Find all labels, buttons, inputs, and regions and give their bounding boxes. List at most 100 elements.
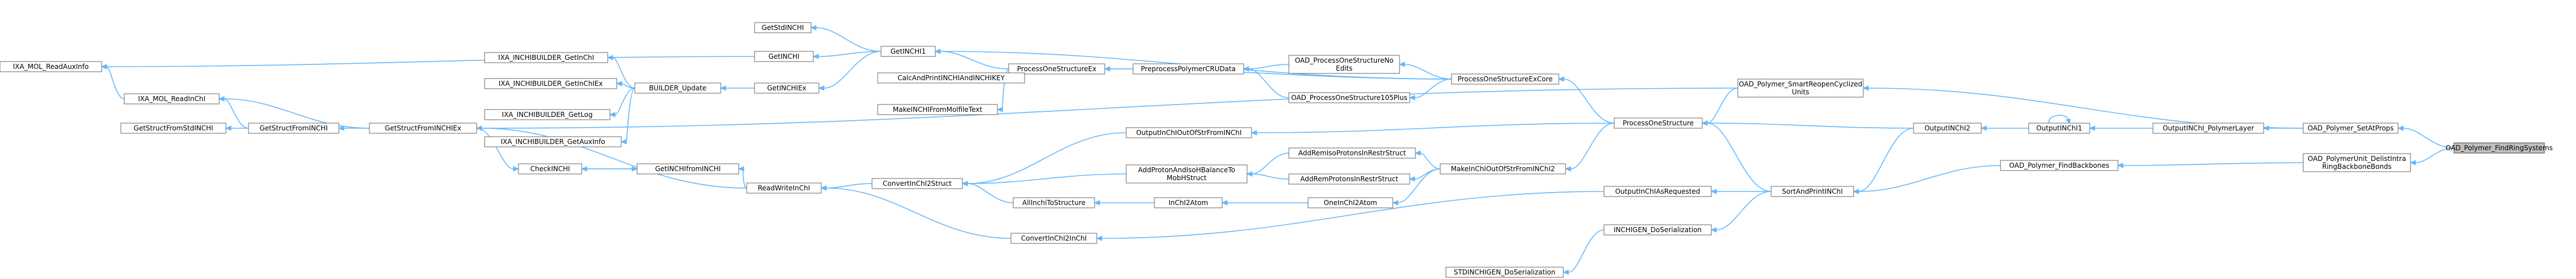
edges-layer [101,25,2455,275]
edge-path [1858,128,1914,192]
node-prepcru[interactable]: PreprocessPolymerCRUData [1132,63,1244,75]
edge-arrowhead [101,64,107,69]
node-outinchi2[interactable]: OutputINChI2 [1913,123,1982,134]
node-getstructex[interactable]: GetStructFromINCHIEx [369,123,477,134]
node-label: AddRemIsoProtonsInRestrStruct [1298,149,1406,157]
node-inchi2atom[interactable]: InChI2Atom [1154,197,1223,208]
node-outpl[interactable]: OutputINChI_PolymerLayer [2152,123,2264,134]
node-proconeex[interactable]: ProcessOneStructureExCore [1451,73,1559,85]
node-allinchi[interactable]: AllInchiToStructure [1013,197,1095,208]
node-outasreq[interactable]: OutputInChIAsRequested [1603,186,1712,197]
node-label: OneInChI2Atom [1324,199,1377,207]
node-box [1010,233,1097,244]
edge-setat-to-find [2397,125,2455,149]
edge-path [1101,191,1605,239]
node-box [1288,147,1416,159]
node-checkinchi[interactable]: CheckINCHI [518,163,582,175]
edge-arrowhead [1250,130,1257,136]
edge-unitdel-to-find [2409,147,2455,165]
node-convinchi[interactable]: ConvertInChI2InChI [1010,233,1097,244]
edge-path [476,128,514,169]
edge-path [481,88,1738,129]
edge-arrowhead [338,125,345,131]
node-label: GetINCHIfromINCHI [655,165,721,173]
node-label: OAD_Polymer_SetAtProps [2308,124,2394,132]
edge-sortpr-to-outinchi2 [1853,128,1914,194]
node-box [746,182,822,194]
edge-readaux-to-getinchi [101,56,755,69]
node-findbb[interactable]: OAD_Polymer_FindBackbones [2000,160,2119,171]
node-label: ProcessOneStructure [1623,119,1694,127]
node-label: OutputINChI1 [2036,124,2082,132]
node-label: ProcessOneStructureExCore [1458,75,1553,83]
node-setat[interactable]: OAD_Polymer_SetAtProps [2303,123,2399,134]
edge-path [2415,147,2455,163]
edge-path [614,88,635,115]
node-oad105[interactable]: OAD_ProcessOneStructure105Plus [1288,92,1410,103]
node-readaux[interactable]: IXA_MOL_ReadAuxInfo [0,61,102,72]
node-getstructstd[interactable]: GetStructFromStdINCHI [120,123,226,134]
edge-path [826,188,1012,239]
edge-outinchi1-to-outinchi1 [2048,115,2071,124]
node-sortpr[interactable]: SortAndPrintINChI [1771,186,1854,197]
node-builder[interactable]: BUILDER_Update [634,82,721,94]
node-getstruct[interactable]: GetStructFromINCHI [248,123,339,134]
node-getinchiex[interactable]: GetINCHIEx [754,82,820,94]
node-makeout[interactable]: MakeInChIOutOfStrFromINChI2 [1440,163,1566,175]
edge-path [1414,79,1452,98]
edge-path [1868,88,2304,129]
node-box [1771,186,1854,197]
edge-path [1707,123,1772,192]
node-calcprint[interactable]: CalcAndPrintINCHIAndINCHIKEY [877,72,1025,84]
node-find[interactable]: OAD_Polymer_FindRingSystems [2446,142,2553,154]
node-outinchi1[interactable]: OutputINChI1 [2028,123,2090,134]
node-label: ProcessOneStructureEx [1017,65,1096,73]
edge-arrowhead [2089,125,2095,131]
node-procone[interactable]: ProcessOneStructure [1614,117,1703,129]
edge-arrowhead [2117,163,2124,168]
edge-getauxixa-to-builder [620,88,635,145]
edge-path [1570,123,1615,169]
node-getinchiexixa[interactable]: IXA_INCHIBUILDER_GetInChIEx [484,78,617,89]
edge-arrowhead [1392,200,1398,206]
node-label: MakeINCHIFromMolfileText [893,106,983,114]
node-getauxixa[interactable]: IXA_INCHIBUILDER_GetAuxInfo [484,136,622,147]
node-label: GetStructFromINCHIEx [385,124,461,132]
node-procex[interactable]: ProcessOneStructureEx [1008,63,1105,75]
edge-convstruct-to-addproton [961,173,1127,186]
edge-arrowhead [738,166,744,172]
edge-convstruct-to-outofstr [961,132,1127,186]
node-stdgen[interactable]: STDINCHIGEN_DoSerialization [1445,267,1564,278]
edge-path [940,51,1009,69]
edge-arrowhead [1562,269,1569,275]
node-convstruct[interactable]: ConvertInChI2Struct [871,178,963,189]
node-getstdinchi[interactable]: GetStdINCHI [754,22,812,33]
node-getinchiixa[interactable]: IXA_INCHIBUILDER_GetInChI [484,52,608,63]
node-readinchi[interactable]: IXA_MOL_ReadInChI [124,93,220,104]
node-readwrite[interactable]: ReadWriteInChI [746,182,822,194]
node-inchigen[interactable]: INCHIGEN_DoSerialization [1603,224,1712,236]
edge-getfrominchi-to-checkinchi [582,166,638,172]
node-makemol[interactable]: MakeINCHIFromMolfileText [877,104,998,115]
node-getlog[interactable]: IXA_INCHIBUILDER_GetLog [484,109,611,120]
node-label: STDINCHIGEN_DoSerialization [1454,268,1555,276]
node-oneinchi[interactable]: OneInChI2Atom [1307,197,1393,208]
node-getinchi[interactable]: GetINCHI [754,51,814,62]
node-label: CheckINCHI [530,165,570,173]
node-outofstr[interactable]: OutputInChIOutOfStrFromINChI [1126,127,1252,138]
node-addremprot[interactable]: AddRemProtonsInRestrStruct [1288,173,1410,185]
edge-path [1252,152,1289,175]
node-getinchi1[interactable]: GetINCHI1 [881,46,936,57]
edge-inchi2atom-to-oneinchi [1221,200,1308,206]
node-getfrominchi[interactable]: GetINCHIfromINCHI [637,163,739,175]
edge-path [1563,79,1615,124]
edge-arrowhead [820,185,827,191]
node-addremiso[interactable]: AddRemIsoProtonsInRestrStruct [1288,147,1416,159]
edge-oad105-to-proconeex [1409,79,1452,101]
